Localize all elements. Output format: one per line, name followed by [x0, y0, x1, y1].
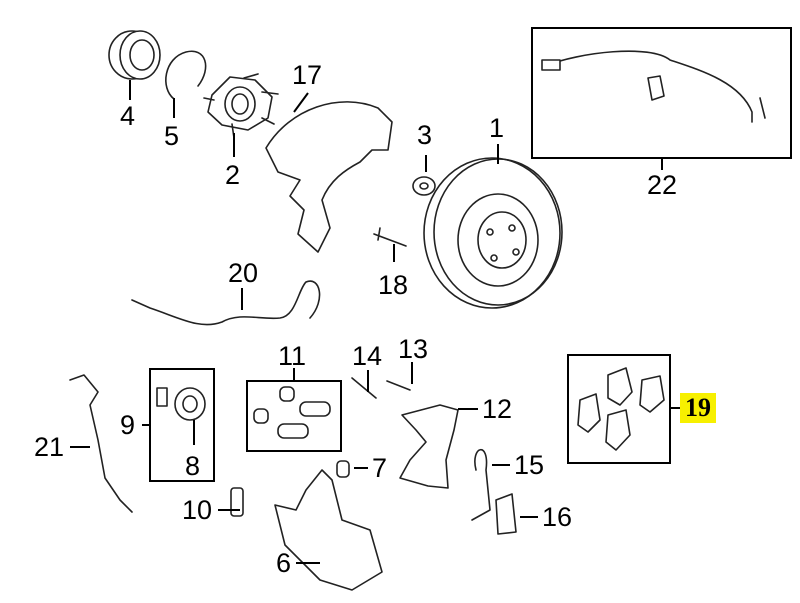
callout-7: 7 [372, 453, 388, 483]
callout-21: 21 [34, 432, 65, 462]
abs-sensor-kit-box [531, 27, 792, 159]
brake-rotor-drawing [423, 157, 563, 309]
callout-9: 9 [120, 410, 136, 440]
callout-19-highlighted[interactable]: 19 [680, 393, 716, 423]
washer-drawing [412, 176, 436, 196]
abs-wire-drawing [131, 280, 321, 326]
snap-ring-drawing [165, 50, 207, 100]
callout-14: 14 [352, 341, 383, 371]
callout-1: 1 [489, 113, 505, 143]
callout-20: 20 [228, 258, 259, 288]
callout-12: 12 [482, 394, 513, 424]
stud-drawing [373, 227, 407, 247]
piston-kit-box [149, 368, 215, 482]
callout-22: 22 [647, 170, 678, 200]
callout-5: 5 [164, 121, 180, 151]
callout-4: 4 [120, 101, 136, 131]
callout-17: 17 [292, 60, 323, 90]
callout-13: 13 [398, 334, 429, 364]
wheel-bearing-drawing [108, 30, 161, 80]
caliper-bracket-drawing [399, 404, 459, 489]
callout-10: 10 [182, 495, 213, 525]
callout-6: 6 [276, 548, 292, 578]
callout-18: 18 [378, 270, 409, 300]
callout-2: 2 [225, 160, 241, 190]
callout-15: 15 [514, 450, 545, 480]
callout-3: 3 [417, 120, 433, 150]
callout-11: 11 [278, 341, 307, 371]
callout-16: 16 [542, 502, 573, 532]
splash-shield-drawing [265, 101, 393, 253]
callout-8: 8 [185, 451, 201, 481]
caliper-drawing [274, 469, 383, 591]
wheel-hub-drawing [203, 73, 279, 139]
